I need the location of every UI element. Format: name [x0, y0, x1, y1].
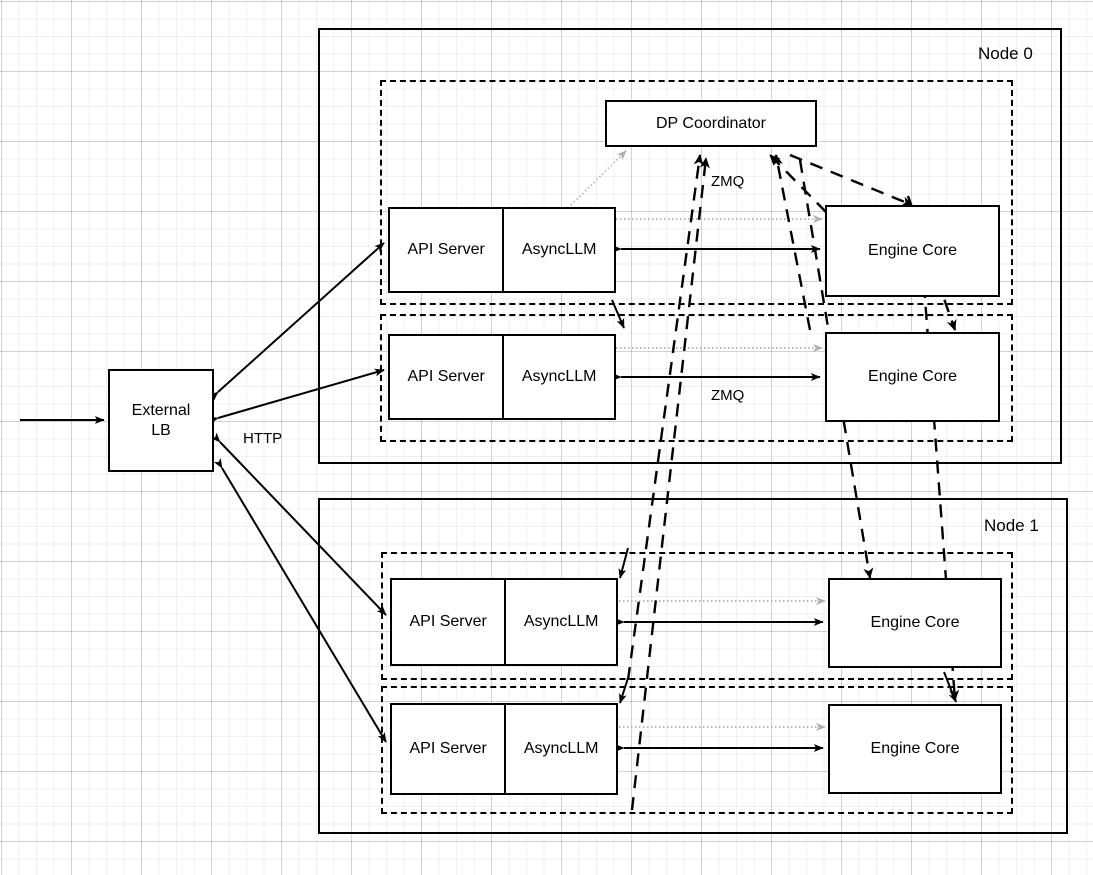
- engine-core-label-node1-1: Engine Core: [870, 740, 960, 757]
- engine-core-label-node0-0: Engine Core: [868, 242, 957, 259]
- dp-coordinator-box[interactable]: DP Coordinator: [605, 100, 817, 147]
- async-llm-node1-0: AsyncLLM: [504, 580, 616, 664]
- http-label: HTTP: [243, 430, 283, 447]
- lb-to-node1-api2-arrow: [213, 458, 387, 743]
- api-server-node0-1: API Server: [407, 368, 485, 385]
- engine-core-node0-0[interactable]: Engine Core: [825, 205, 1000, 297]
- node-container-0: [318, 28, 1062, 464]
- node-container-1: [318, 498, 1068, 834]
- node1-group2-asyncllm-top-arrow: [618, 677, 629, 704]
- api-server-node1-1: API Server: [409, 740, 487, 757]
- node-label-0: Node 0: [978, 44, 1033, 63]
- engine-core-label-node0-1: Engine Core: [868, 368, 957, 385]
- dp-group-node1-1: [381, 686, 1013, 814]
- api-unit-node0-1[interactable]: API Server AsyncLLM: [388, 334, 616, 420]
- lb-to-node0-api2-arrow: [208, 368, 385, 425]
- dp-group-node0-1: [380, 314, 1013, 442]
- external-lb-label-line2: LB: [151, 421, 171, 439]
- dp-group-node1-0: [381, 552, 1013, 680]
- async-llm-node0-0: AsyncLLM: [502, 209, 614, 291]
- async-llm-node0-1: AsyncLLM: [502, 336, 614, 418]
- coordinator-node0-ec2-dashed-arrow: [772, 154, 812, 331]
- engine-core-node1-0[interactable]: Engine Core: [828, 578, 1002, 668]
- api-unit-node1-0[interactable]: API Server AsyncLLM: [390, 578, 618, 666]
- api-server-node1-0: API Server: [409, 613, 487, 630]
- api-server-node0-0: API Server: [407, 241, 485, 258]
- lb-to-node0-api1-arrow: [208, 242, 385, 402]
- async-llm-node1-1: AsyncLLM: [504, 705, 616, 793]
- api-unit-node1-1[interactable]: API Server AsyncLLM: [390, 703, 618, 795]
- engine-core-node0-1[interactable]: Engine Core: [825, 332, 1000, 422]
- dp-coordinator-label: DP Coordinator: [656, 114, 766, 132]
- external-lb-label-line1: External: [131, 401, 191, 419]
- api-unit-node0-0[interactable]: API Server AsyncLLM: [388, 207, 616, 293]
- asyncllm-to-coordinator-dotted-arrow: [567, 150, 627, 209]
- node-label-1: Node 1: [984, 516, 1039, 535]
- external-lb-box[interactable]: External LB: [108, 369, 214, 472]
- engine-core-node1-1[interactable]: Engine Core: [828, 704, 1002, 794]
- coordinator-node1-ec1-dashed-arrow: [626, 154, 704, 681]
- coordinator-to-node1-ec1-dashed-arrow: [798, 159, 874, 579]
- zmq-label-node0-1: ZMQ: [711, 387, 745, 404]
- dp-group-node0-0: [380, 80, 1013, 305]
- engine-core-label-node1-0: Engine Core: [870, 614, 960, 631]
- zmq-label-node0-0: ZMQ: [711, 173, 745, 190]
